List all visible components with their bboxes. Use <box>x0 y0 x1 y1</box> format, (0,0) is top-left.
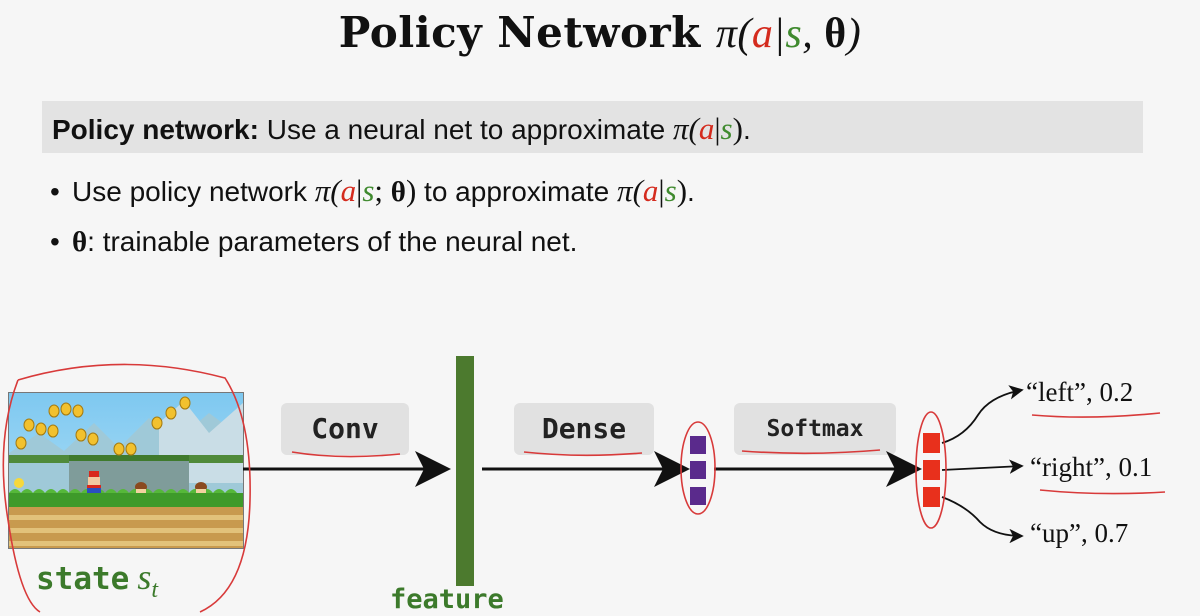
definition-text: Policy network: Use a neural net to appr… <box>52 111 751 147</box>
b1-bar2: | <box>658 173 665 208</box>
dense-unit-3 <box>690 487 706 505</box>
output-up-label: “up”, 0.7 <box>1030 518 1129 548</box>
definition-label: Policy network: <box>52 114 259 145</box>
softmax-unit-left <box>923 433 940 453</box>
def-pi: π( <box>672 111 699 146</box>
dense-units-circle <box>680 421 716 515</box>
dense-label: Dense <box>541 412 627 445</box>
right-underline <box>1039 489 1166 495</box>
state-sub: t <box>151 577 159 604</box>
softmax-units-circle <box>915 411 947 529</box>
arrow-output-left <box>941 385 1024 444</box>
def-close: ) <box>732 111 743 146</box>
softmax-unit-right <box>923 460 940 480</box>
definition-formula: π(a|s) <box>673 111 743 146</box>
state-variable: st <box>137 557 158 603</box>
b1-theta: θ <box>390 176 406 208</box>
state-game-image <box>8 392 244 549</box>
def-a: a <box>698 111 715 146</box>
title-s: s <box>785 11 803 57</box>
dense-underline <box>523 451 643 457</box>
left-underline <box>1031 412 1161 418</box>
b1-s: s <box>362 173 375 208</box>
b1-bar: | <box>356 173 363 208</box>
b1-pi2: π( <box>617 173 643 208</box>
dense-unit-2 <box>690 461 706 479</box>
b1-close2: ) <box>676 173 688 208</box>
state-word: state <box>36 561 130 597</box>
title-close: ) <box>846 11 862 57</box>
bullet-2: • θ: trainable parameters of the neural n… <box>50 226 577 259</box>
b2-theta: θ <box>72 226 88 258</box>
output-right-label: “right”, 0.1 <box>1030 452 1153 482</box>
bullet-1-mid: to approximate <box>416 176 618 207</box>
definition-body: Use a neural net to approximate <box>258 114 673 145</box>
b1-a: a <box>340 173 357 208</box>
state-var: s <box>137 557 152 597</box>
softmax-unit-up <box>923 487 940 507</box>
bullet-1-formula-2: π(a|s) <box>617 173 687 208</box>
dense-unit-1 <box>690 436 706 454</box>
b1-semi: ; <box>374 173 391 208</box>
bullet-dot: • <box>50 176 60 207</box>
bullet-1: •Use policy network π(a|s; θ) to approxi… <box>50 173 695 209</box>
b1-pi: π( <box>314 173 341 208</box>
b1-s2: s <box>664 173 677 208</box>
def-s: s <box>720 111 733 146</box>
definition-box: Policy network: Use a neural net to appr… <box>42 101 1143 153</box>
bullet-1-formula: π(a|s; θ) <box>315 173 417 208</box>
title-comma: , <box>802 11 825 57</box>
bullet-dot: • <box>50 226 60 257</box>
title-theta: θ <box>824 11 847 57</box>
game-scene <box>9 393 243 548</box>
title-text: Policy Network <box>338 8 701 57</box>
feature-label: feature <box>390 584 504 615</box>
def-bar: | <box>714 111 721 146</box>
title-bar: | <box>773 11 786 57</box>
annotation-strokes <box>2 363 1166 613</box>
bullet-1-pre: Use policy network <box>72 176 315 207</box>
def-period: . <box>742 114 751 145</box>
slide-title: Policy Network π(a|s, θ) <box>0 8 1200 58</box>
softmax-underline <box>741 449 881 455</box>
b1-close: ) <box>405 173 417 208</box>
arrow-output-up <box>941 496 1024 544</box>
conv-op-box: Conv <box>281 403 409 455</box>
title-pi: π( <box>715 11 752 57</box>
title-formula: π(a|s, θ) <box>716 11 861 57</box>
title-a: a <box>751 11 774 57</box>
softmax-label: Softmax <box>766 416 864 442</box>
softmax-op-box: Softmax <box>734 403 896 455</box>
bullet-2-text: : trainable parameters of the neural net… <box>87 226 578 257</box>
arrow-output-right <box>941 459 1024 474</box>
bullet-1-end: . <box>687 176 695 207</box>
b1-a2: a <box>642 173 659 208</box>
state-circle-annotation <box>2 363 251 613</box>
output-left-label: “left”, 0.2 <box>1026 377 1134 407</box>
conv-underline <box>291 451 401 458</box>
feature-vector-bar <box>456 356 474 586</box>
conv-label: Conv <box>311 412 379 445</box>
dense-op-box: Dense <box>514 403 654 455</box>
